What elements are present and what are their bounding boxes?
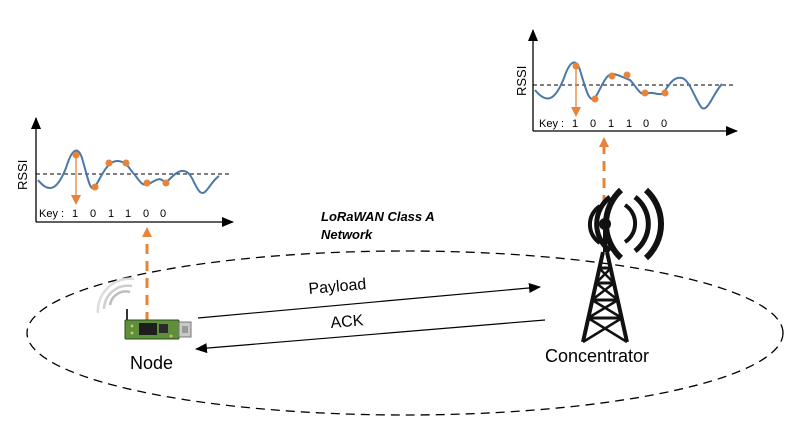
- right-sample-point: [641, 89, 649, 97]
- left-key-bit: 0: [160, 208, 166, 220]
- left-rssi-plot: RSSI Key : 1 0 1 1 0 0: [15, 117, 234, 227]
- payload-label: Payload: [308, 276, 367, 298]
- left-sample-point: [91, 183, 99, 191]
- left-key-bit: 1: [108, 208, 114, 220]
- right-key-bit: 1: [608, 118, 614, 130]
- left-key-bit: 1: [72, 208, 78, 220]
- network-title-line2: Network: [321, 227, 373, 242]
- concentrator-tower-icon: [581, 187, 665, 344]
- network-boundary: [26, 250, 784, 416]
- left-sample-point: [143, 179, 151, 187]
- node-device-icon: [96, 277, 192, 340]
- left-y-axis-label: RSSI: [15, 160, 30, 190]
- right-key-label: Key :: [539, 118, 564, 130]
- right-y-axis-label: RSSI: [514, 66, 529, 96]
- left-signal-curve: [37, 149, 220, 194]
- right-key-bit: 1: [572, 118, 578, 130]
- left-sample-point: [105, 159, 113, 167]
- right-rssi-plot: RSSI Key : 1 0 1 1 0 0: [514, 29, 738, 136]
- right-key-bit: 1: [626, 118, 632, 130]
- left-key-bit: 0: [143, 208, 149, 220]
- right-key-bit: 0: [590, 118, 596, 130]
- left-key-bit: 0: [90, 208, 96, 220]
- right-sample-point: [572, 62, 580, 70]
- ack-label: ACK: [330, 312, 365, 332]
- right-sample-point: [608, 72, 616, 80]
- right-sample-point: [661, 89, 669, 97]
- right-key-bit: 0: [661, 118, 667, 130]
- left-sample-point: [72, 151, 80, 159]
- right-sample-point: [591, 95, 599, 103]
- node-label: Node: [130, 353, 173, 373]
- right-key-bit: 0: [643, 118, 649, 130]
- ack-arrow: [195, 319, 546, 354]
- left-sample-point: [162, 179, 170, 187]
- network-title-line1: LoRaWAN Class A: [321, 209, 435, 224]
- concentrator-label: Concentrator: [545, 346, 649, 366]
- left-sample-point: [122, 159, 130, 167]
- right-sample-point: [623, 71, 631, 79]
- left-key-label: Key :: [39, 208, 64, 220]
- left-key-bit: 1: [125, 208, 131, 220]
- payload-arrow: [197, 283, 541, 319]
